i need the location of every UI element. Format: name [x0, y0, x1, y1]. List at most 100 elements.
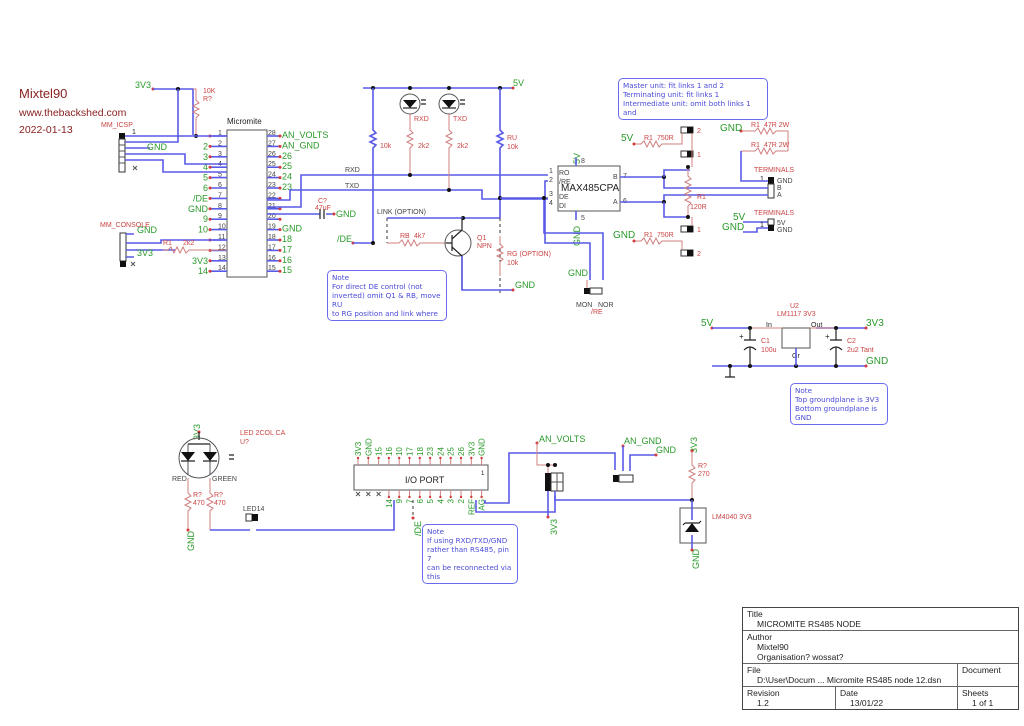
- mm-pin-num: 18: [268, 234, 276, 241]
- r-10k-value: 10K: [203, 88, 216, 95]
- link-top-2: 2: [697, 128, 701, 135]
- tb-title: MICROMITE RS485 NODE: [757, 619, 861, 629]
- rred-ref: R?: [193, 492, 202, 499]
- r1-ref: R1: [163, 240, 172, 247]
- ru-ref: RU: [507, 135, 517, 142]
- mm-right-label: 18: [282, 234, 292, 244]
- mm-pin-num: 26: [268, 151, 276, 158]
- mm-right-label: 24: [282, 172, 292, 182]
- note-gp-line2: Bottom groundplane is GND: [795, 404, 878, 422]
- note-links: Master unit: fit links 1 and 2 Terminati…: [618, 78, 768, 120]
- r-txd-value: 2k2: [457, 143, 468, 150]
- io-port-name: I/O PORT: [405, 475, 445, 485]
- mm-pin-num: 15: [268, 265, 276, 272]
- c2-value: 2u2 Tant: [847, 347, 874, 354]
- mm-right-label: 23: [282, 182, 292, 192]
- io-bottom-pin-label: REF: [467, 499, 476, 515]
- mm-pin-num: 9: [218, 213, 222, 220]
- mm-right-label: 15: [282, 265, 292, 275]
- an-gnd-label: AN_GND: [624, 436, 662, 446]
- console-gnd-label: GND: [137, 225, 158, 235]
- note-pin7-title: Note: [427, 527, 445, 536]
- term2-pin1: 1: [760, 222, 764, 229]
- mm-pin-num: 16: [268, 255, 276, 262]
- tb-date: 13/01/22: [850, 698, 884, 708]
- io-bottom-pin-label: AG: [478, 499, 487, 511]
- net-3v3-label: 3V3: [135, 80, 151, 90]
- max485-name: MAX485CPA: [561, 183, 620, 194]
- led2-name: LED 2COL CA: [240, 430, 286, 437]
- link-bot-1: 1: [697, 227, 701, 234]
- led-txd-label: TXD: [453, 116, 467, 123]
- io-top-pin-label: 3V3: [467, 441, 476, 456]
- max485-a: A: [613, 199, 618, 206]
- mm-right-label: AN_GND: [282, 140, 320, 150]
- max485-b: B: [613, 174, 618, 181]
- svg-text:+: +: [825, 332, 830, 341]
- u2-out: Out: [811, 322, 822, 329]
- term2-pin-5v: 5V: [777, 220, 786, 227]
- max485-gnd: GND: [572, 226, 582, 247]
- mm-pin-num: 3: [218, 151, 222, 158]
- mm-right-label: 25: [282, 161, 292, 171]
- mm-left-label: 14: [198, 266, 208, 276]
- note-de-control: Note For direct DE control (not inverted…: [327, 270, 447, 321]
- mode-gnd: GND: [568, 268, 589, 278]
- max485-pin4: 4: [549, 200, 553, 207]
- tb-revision: 1.2: [757, 698, 769, 708]
- mm-pin-num: 20: [268, 213, 276, 220]
- mm-right-label: 16: [282, 255, 292, 265]
- r750-bot-value: 750R: [657, 232, 674, 239]
- rb-ref: RB: [400, 233, 410, 240]
- note-gp-title: Note: [795, 386, 813, 395]
- mm-pin-num: 19: [268, 224, 276, 231]
- r47b-ref: R1: [751, 142, 760, 149]
- rgreen-ref: R?: [214, 492, 223, 499]
- u2-gnd-rail: GND: [866, 356, 888, 367]
- term1-name: TERMINALS: [754, 167, 794, 174]
- led14-name: LED14: [243, 506, 265, 513]
- u2-ref: U2: [790, 303, 799, 310]
- c47-gnd: GND: [336, 209, 357, 219]
- tb-file-label: File: [747, 665, 761, 675]
- mm-pin-num: 13: [218, 255, 226, 262]
- io-de: /DE: [413, 521, 423, 536]
- micromite-chip: Micromite 122334455667/DE8GND99101011121…: [188, 117, 328, 278]
- mm-left-label: 4: [203, 162, 208, 172]
- io-bottom-pin-label: 9: [395, 498, 404, 503]
- io-port-pin1: 1: [481, 471, 485, 477]
- mode-nor: NOR: [598, 302, 614, 309]
- max485-ro: RO: [559, 170, 570, 177]
- mm-pin-num: 25: [268, 161, 276, 168]
- mode-re: /RE: [591, 309, 603, 316]
- io-top-pin-label: 3V3: [354, 441, 363, 456]
- note-links-line2: Terminating unit: fit links 1: [623, 90, 720, 99]
- lm4040-name: LM4040 3V3: [712, 514, 752, 521]
- r-rxd-value: 2k2: [418, 143, 429, 150]
- mm-pin-num: 11: [218, 234, 225, 241]
- ru-value: 10k: [507, 144, 519, 151]
- rxd-net-label: RXD: [345, 167, 360, 174]
- de-net-label: /DE: [337, 234, 352, 244]
- console-3v3-label: 3V3: [137, 248, 153, 258]
- tb-document-label: Document: [957, 664, 1018, 686]
- max485-chip: MAX485CPA RO /RE DE DI B A 1 2 3 4 5 6 7…: [549, 158, 627, 222]
- link-top-1: 1: [697, 152, 701, 159]
- io-bottom-pin-label: 7: [406, 498, 415, 503]
- max485-pin1: 1: [549, 168, 553, 175]
- 5v-rail-label: 5V: [513, 78, 524, 88]
- r270-ref: R?: [698, 463, 707, 470]
- txd-net-label: TXD: [345, 183, 359, 190]
- rgreen-value: 470: [214, 500, 226, 507]
- console-connector: MM_CONSOLE GND 3V3 R1 2k2: [100, 222, 227, 267]
- led-rxd: RXD 2k2: [399, 93, 429, 177]
- website: www.thebackshed.com: [19, 107, 127, 119]
- term2-gnd: GND: [722, 222, 744, 233]
- io-bottom-pin-label: 2: [457, 498, 466, 503]
- r47a-ref: R1: [751, 122, 760, 129]
- icsp-gnd-label: GND: [147, 142, 168, 152]
